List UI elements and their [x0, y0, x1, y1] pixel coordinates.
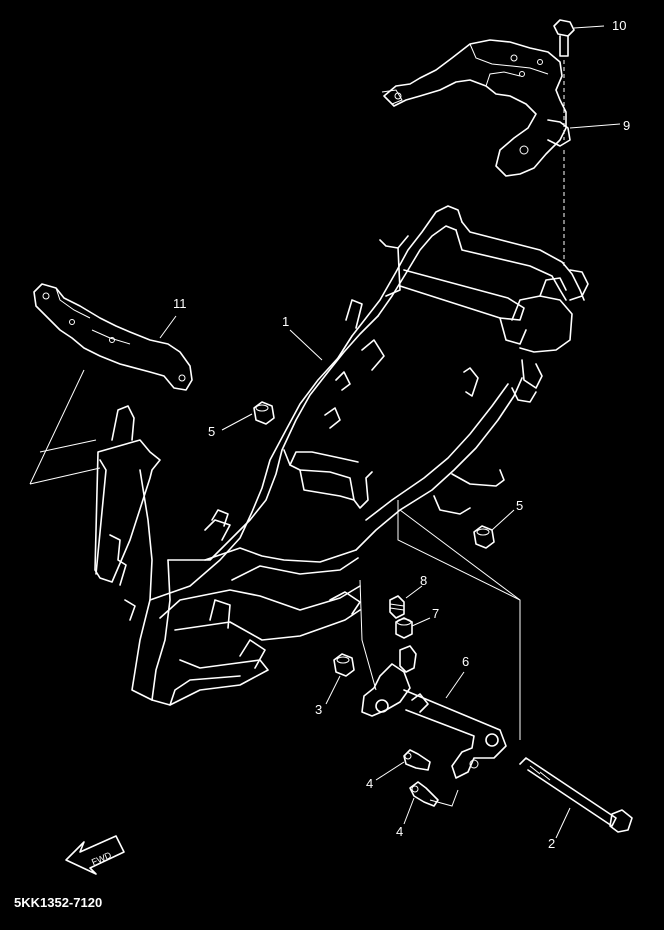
- callout-5-lower: 5: [516, 498, 523, 513]
- bolt-part-10: [553, 19, 575, 57]
- main-frame: [94, 205, 589, 706]
- bracket-part-9: [381, 39, 571, 177]
- callout-5-upper: 5: [208, 424, 215, 439]
- collar-part-5-lower: [473, 525, 495, 549]
- bolt-part-4-upper: [403, 749, 431, 771]
- callout-1: 1: [282, 314, 289, 329]
- collar-part-5-upper: [253, 401, 275, 425]
- callout-10: 10: [612, 18, 626, 33]
- callout-6: 6: [462, 654, 469, 669]
- fwd-label: FWD: [90, 850, 113, 868]
- reference-lines: [29, 60, 565, 807]
- bolt-part-2: [519, 757, 633, 833]
- engine-bracket-part-6: [361, 645, 507, 779]
- fwd-arrow-icon: FWD: [65, 835, 125, 875]
- callout-7: 7: [432, 606, 439, 621]
- callout-2: 2: [548, 836, 555, 851]
- bracket-part-11: [33, 283, 193, 391]
- callout-8: 8: [420, 573, 427, 588]
- spring-part-8: [389, 595, 405, 619]
- bolt-part-4-lower: [409, 781, 439, 807]
- callout-11: 11: [173, 296, 187, 311]
- callout-4-lower: 4: [396, 824, 403, 839]
- part-code: 5KK1352-7120: [14, 895, 103, 910]
- callout-3: 3: [315, 702, 322, 717]
- callout-9: 9: [623, 118, 630, 133]
- bush-part-7: [395, 617, 413, 639]
- callout-4-upper: 4: [366, 776, 373, 791]
- leader-lines: [159, 25, 621, 839]
- collar-part-3: [333, 653, 355, 677]
